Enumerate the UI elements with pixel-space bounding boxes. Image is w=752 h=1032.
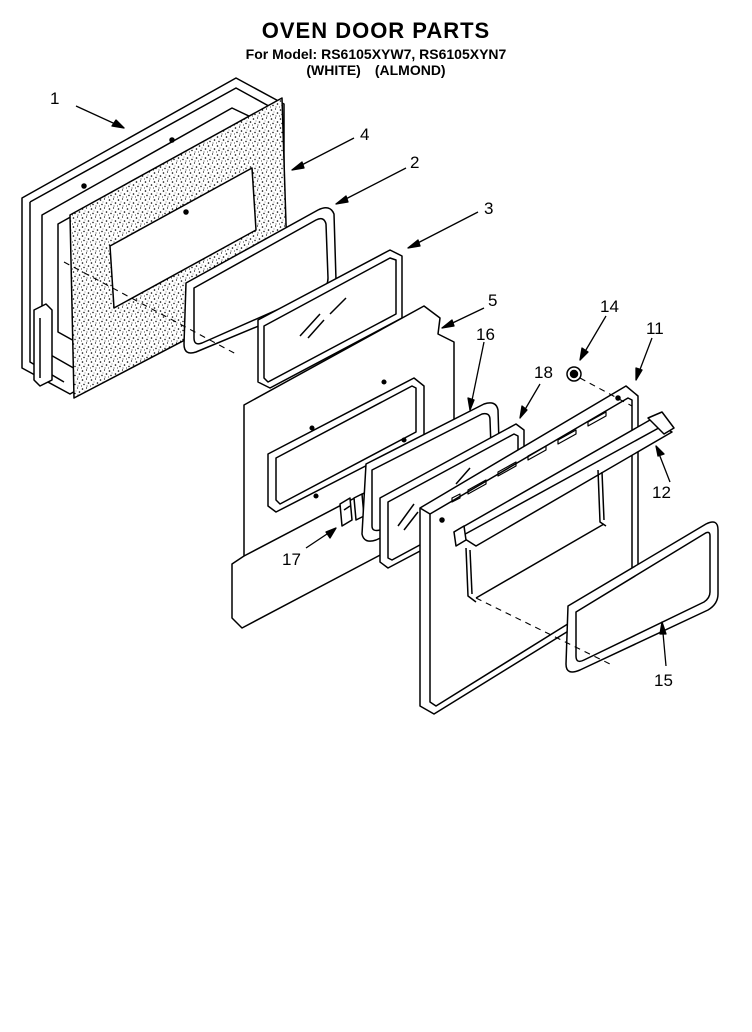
- part-12-handle: [453, 411, 675, 603]
- part-15-rear-frame: [565, 521, 719, 673]
- callout-16: 16: [476, 325, 495, 344]
- leader-lines: [75, 105, 671, 667]
- variant-almond: (ALMOND): [374, 62, 446, 78]
- variant-white: (WHITE): [306, 62, 361, 78]
- callout-4: 4: [360, 125, 369, 144]
- part-17-bracket: [339, 493, 365, 527]
- callout-15: 15: [654, 671, 673, 690]
- callout-12: 12: [652, 483, 671, 502]
- callout-5: 5: [488, 291, 497, 310]
- color-variants: (WHITE) (ALMOND): [0, 62, 752, 78]
- callout-14: 14: [600, 297, 619, 316]
- part-14-fastener: [566, 366, 582, 382]
- callout-3: 3: [484, 199, 493, 218]
- alignment-lines: [63, 261, 633, 665]
- callout-11: 11: [646, 319, 664, 338]
- callout-18: 18: [534, 363, 553, 382]
- model-line: For Model: RS6105XYW7, RS6105XYN7: [245, 46, 507, 62]
- page-title: OVEN DOOR PARTS: [261, 18, 491, 43]
- callout-2: 2: [410, 153, 419, 172]
- diagram-header: OVEN DOOR PARTS For Model: RS6105XYW7, R…: [0, 18, 752, 78]
- callout-numbers: 1 4 2 3 5 14 11 16 18 12 17 15: [50, 89, 673, 690]
- callout-17: 17: [282, 550, 301, 569]
- callout-1: 1: [50, 89, 59, 108]
